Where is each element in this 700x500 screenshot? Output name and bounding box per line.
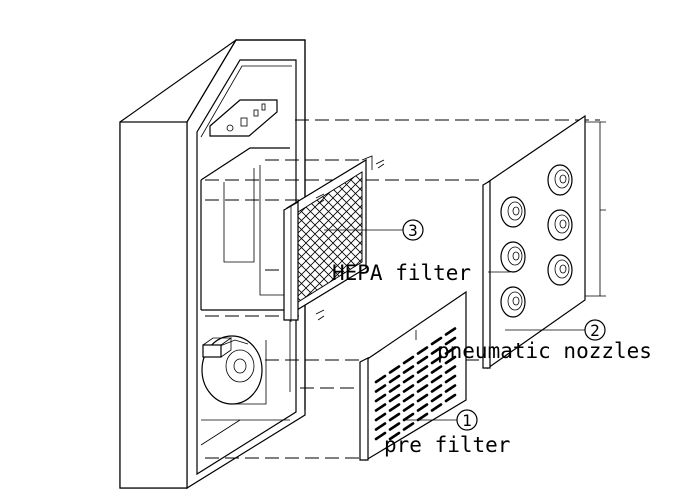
- callout-3-number: 3: [408, 221, 418, 240]
- pre-filter: [359, 290, 467, 462]
- slot: [444, 327, 457, 336]
- slot: [374, 393, 387, 403]
- callout-2: 2: [505, 319, 606, 341]
- nozzle: [547, 254, 573, 286]
- slot: [374, 422, 387, 431]
- slot: [388, 393, 401, 403]
- slot: [416, 346, 429, 355]
- slot: [444, 365, 457, 374]
- nozzle-panel: [482, 114, 606, 370]
- callout-2-number: 2: [590, 321, 600, 340]
- slot: [430, 374, 443, 384]
- slot: [430, 355, 443, 365]
- slot: [416, 384, 429, 393]
- slot: [388, 431, 401, 441]
- slot: [388, 422, 401, 431]
- slot: [402, 393, 415, 403]
- slot: [402, 384, 415, 393]
- slot: [416, 412, 429, 422]
- slot: [444, 384, 457, 393]
- slot: [444, 374, 457, 384]
- slot: [444, 355, 457, 365]
- slot: [430, 393, 443, 403]
- slot: [416, 365, 429, 374]
- slot: [430, 365, 443, 374]
- slot: [402, 365, 415, 374]
- cabinet-housing: [119, 38, 306, 490]
- slot: [388, 412, 401, 422]
- nozzle: [547, 164, 573, 196]
- slot: [388, 374, 401, 384]
- slot: [374, 431, 387, 441]
- slot: [430, 346, 443, 355]
- slot: [374, 403, 387, 412]
- slot: [388, 365, 401, 374]
- slot: [402, 412, 415, 422]
- slot: [402, 422, 415, 431]
- slot: [402, 355, 415, 365]
- hepa-filter: [283, 155, 385, 392]
- slot: [388, 384, 401, 393]
- slot: [444, 346, 457, 355]
- slot: [444, 336, 457, 346]
- nozzle: [547, 209, 573, 241]
- nozzle: [500, 241, 526, 273]
- slot: [444, 393, 457, 403]
- slot: [416, 393, 429, 403]
- slot: [402, 374, 415, 384]
- callout-3: 3: [324, 219, 424, 241]
- slot: [430, 403, 443, 412]
- nozzle: [500, 286, 526, 318]
- slot: [374, 384, 387, 393]
- pre-filter-label: pre filter: [384, 433, 510, 457]
- slot: [402, 403, 415, 412]
- slot: [416, 355, 429, 365]
- slot: [374, 374, 387, 384]
- hepa-filter-label: HEPA filter: [332, 261, 471, 285]
- callout-1-number: 1: [462, 411, 472, 430]
- slot: [430, 384, 443, 393]
- slot: [416, 374, 429, 384]
- slot: [374, 412, 387, 422]
- slot: [416, 403, 429, 412]
- pre-filter-slots: [374, 327, 457, 441]
- slot: [388, 403, 401, 412]
- pneumatic-nozzles-label: pneumatic nozzles: [437, 339, 652, 363]
- callout-1: 1: [404, 409, 478, 431]
- nozzle: [500, 196, 526, 228]
- slot: [430, 336, 443, 346]
